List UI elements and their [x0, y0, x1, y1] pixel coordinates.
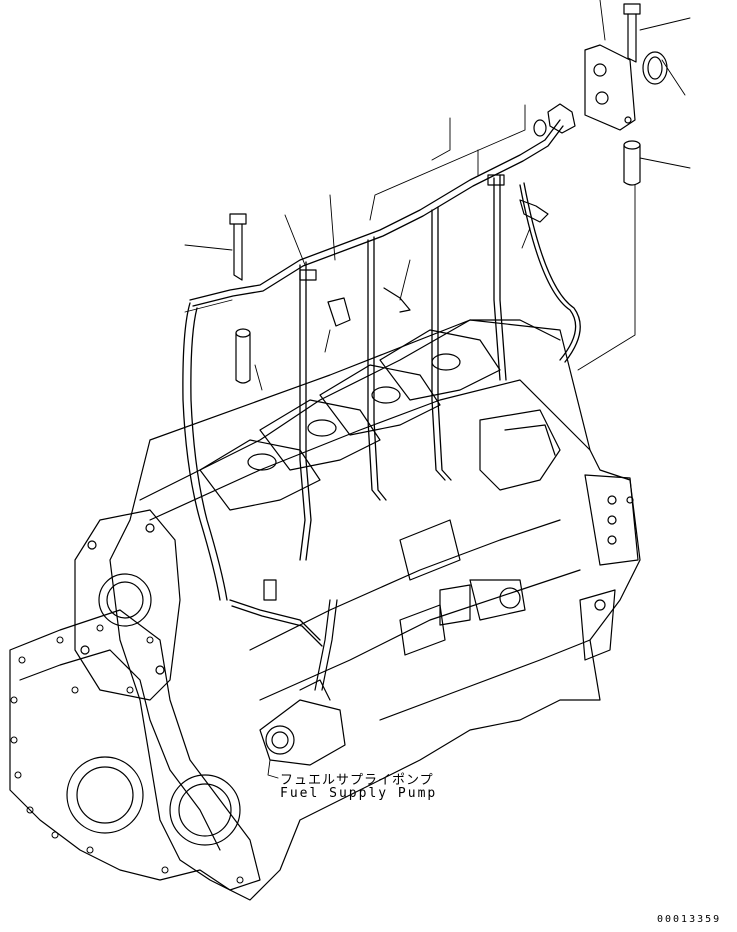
gasket-ring: [643, 52, 667, 84]
fuel-supply-pump: [260, 600, 345, 765]
rocker-cover-cap: [432, 354, 460, 370]
engine-block: [110, 320, 640, 900]
front-pulley-hole: [67, 757, 143, 833]
gear-housing: [10, 610, 260, 890]
spacer-sleeve-left: [236, 329, 250, 383]
document-code: 00013359: [657, 914, 722, 925]
fuel-pipes: [183, 120, 580, 646]
side-components: [400, 410, 560, 655]
bolt-small-center: [328, 288, 410, 326]
bolt-small-right: [520, 200, 548, 222]
rear-plate: [75, 510, 180, 700]
spacer-sleeve-right: [624, 141, 640, 185]
gear-opening: [170, 775, 240, 845]
leader-lines: [185, 0, 690, 778]
union-fitting: [534, 104, 575, 136]
pipe-clamps: [264, 175, 504, 600]
rocker-covers: [200, 330, 500, 510]
rocker-cover-cap: [372, 387, 400, 403]
housing-bolts: [11, 625, 243, 883]
rear-flange: [580, 475, 638, 660]
rocker-cover-cap: [308, 420, 336, 436]
callout-label-jp: フュエルサプライポンプ: [280, 773, 434, 788]
rocker-cover-cap: [248, 454, 276, 470]
callout-label-en: Fuel Supply Pump: [280, 786, 438, 801]
plate-bore: [99, 574, 151, 626]
bolt-left: [230, 214, 246, 280]
bolt-top-right: [624, 4, 640, 62]
pump-gear: [500, 588, 520, 608]
mounting-bracket: [585, 45, 635, 130]
